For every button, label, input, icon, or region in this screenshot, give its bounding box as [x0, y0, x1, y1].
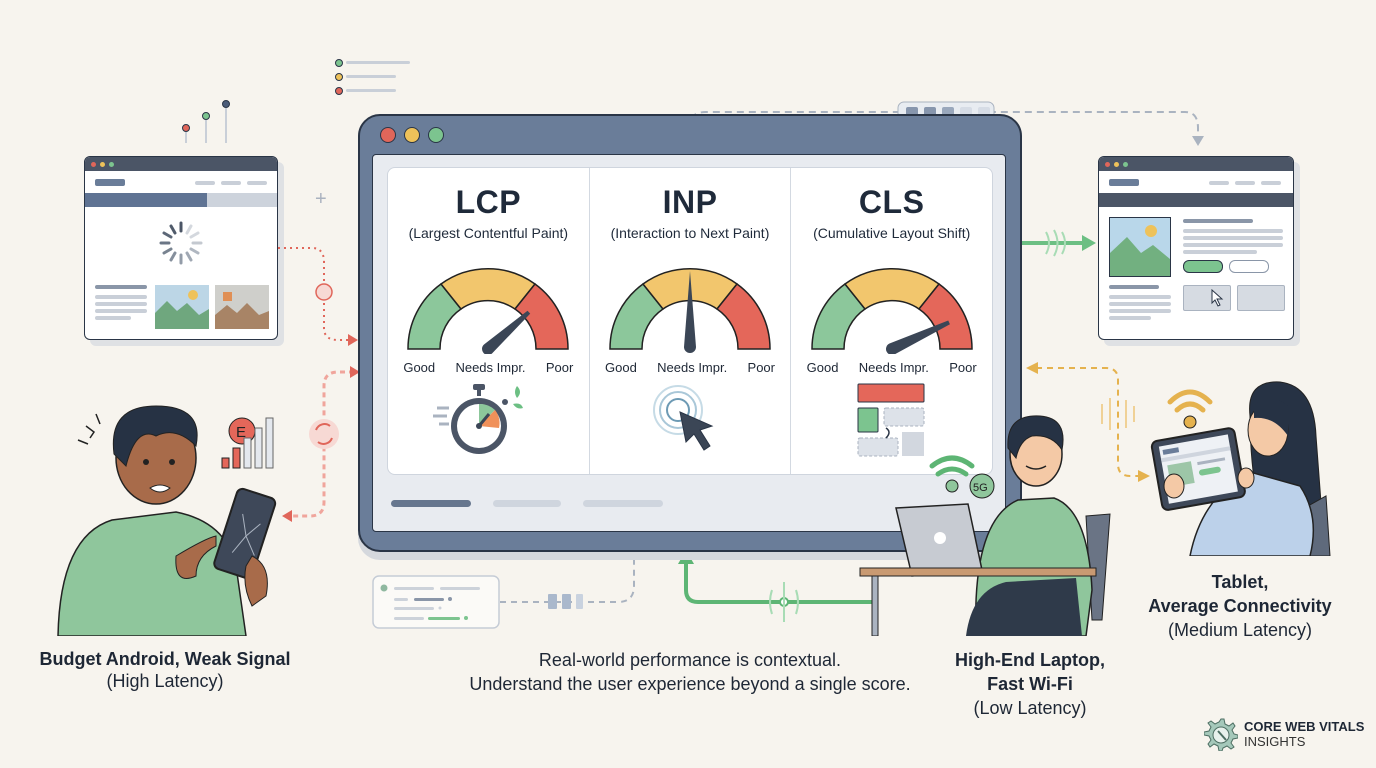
window-controls	[380, 127, 444, 143]
pins-decoration	[180, 98, 236, 146]
gear-icon	[1204, 718, 1238, 751]
device-title-line2: Average Connectivity	[1148, 596, 1332, 616]
device-caption-laptop: High-End Laptop, Fast Wi-Fi (Low Latency…	[920, 648, 1140, 720]
device-subtitle: (High Latency)	[106, 671, 224, 691]
device-subtitle: (Low Latency)	[973, 698, 1087, 718]
metric-full-name: (Largest Contentful Paint)	[408, 225, 569, 241]
monitor-screen: LCP (Largest Contentful Paint) Good Need…	[372, 154, 1006, 532]
budget-android-user-illustration: E	[57, 405, 277, 636]
brand-line1: CORE WEB VITALS	[1244, 719, 1365, 734]
inp-gauge	[609, 267, 771, 353]
close-dot[interactable]	[380, 127, 396, 143]
lcp-gauge	[407, 267, 570, 354]
metric-lcp: LCP (Largest Contentful Paint) Good Need…	[388, 168, 589, 474]
layout-shift-icon	[857, 383, 925, 457]
label-good: Good	[806, 360, 839, 375]
minimize-dot[interactable]	[404, 127, 420, 143]
label-poor: Poor	[747, 360, 775, 375]
label-needs-improvement: Needs Impr.	[858, 360, 929, 375]
metric-full-name: (Cumulative Layout Shift)	[813, 225, 971, 241]
metric-abbr: INP	[662, 184, 718, 220]
yellow-dashed-connector	[1026, 362, 1150, 482]
progress-bars	[391, 500, 663, 507]
device-title-line2: Fast Wi-Fi	[987, 674, 1073, 694]
plus-decoration: +	[315, 188, 327, 210]
legend-decoration	[334, 58, 414, 100]
network-badge: 5G	[973, 482, 988, 494]
device-title: Budget Android, Weak Signal	[39, 649, 291, 669]
metrics-panel: LCP (Largest Contentful Paint) Good Need…	[387, 167, 993, 475]
red-dotted-connector	[278, 247, 360, 522]
metric-abbr: LCP	[455, 184, 522, 220]
metric-inp: INP (Interaction to Next Paint) Good Nee…	[588, 168, 791, 474]
bottom-connectors	[372, 550, 878, 629]
brand-logo: CORE WEB VITALS INSIGHTS	[1204, 717, 1364, 751]
metric-abbr: CLS	[858, 184, 925, 220]
gauge-labels: Good Needs Impr. Poor	[605, 360, 775, 375]
key-message: Real-world performance is contextual. Un…	[430, 648, 950, 696]
label-good: Good	[403, 360, 436, 375]
loading-browser-illustration	[84, 156, 278, 340]
cls-gauge	[810, 267, 973, 354]
metric-cls: CLS (Cumulative Layout Shift) Good Needs…	[790, 168, 992, 474]
network-badge: E	[236, 424, 246, 441]
label-poor: Poor	[545, 360, 574, 375]
message-line2: Understand the user experience beyond a …	[469, 674, 911, 694]
gauge-labels: Good Needs Impr. Poor	[807, 360, 977, 375]
green-signal-arrow	[1018, 229, 1096, 257]
tablet-user-illustration	[1150, 381, 1331, 556]
gauge-labels: Good Needs Impr. Poor	[403, 360, 573, 375]
label-poor: Poor	[949, 360, 977, 375]
label-good: Good	[605, 360, 637, 375]
message-line1: Real-world performance is contextual.	[538, 650, 842, 670]
device-subtitle: (Medium Latency)	[1167, 620, 1313, 640]
loaded-browser-illustration	[1098, 156, 1294, 340]
stopwatch-icon	[433, 384, 524, 454]
cursor-click-icon	[653, 385, 714, 451]
device-title-line1: Tablet,	[1211, 572, 1269, 592]
device-caption-tablet: Tablet, Average Connectivity (Medium Lat…	[1130, 570, 1350, 642]
loading-spinner-icon	[159, 221, 203, 265]
dashboard-monitor: LCP (Largest Contentful Paint) Good Need…	[358, 114, 1022, 552]
metric-full-name: (Interaction to Next Paint)	[610, 225, 770, 241]
mouse-pointer-icon	[1211, 289, 1224, 307]
laptop-user-illustration: 5G	[859, 415, 1111, 636]
device-title-line1: High-End Laptop,	[955, 650, 1105, 670]
label-needs-improvement: Needs Impr.	[455, 360, 526, 375]
brand-line2: INSIGHTS	[1244, 734, 1306, 749]
label-needs-improvement: Needs Impr.	[657, 360, 728, 375]
device-caption-android: Budget Android, Weak Signal (High Latenc…	[20, 648, 310, 692]
maximize-dot[interactable]	[428, 127, 444, 143]
